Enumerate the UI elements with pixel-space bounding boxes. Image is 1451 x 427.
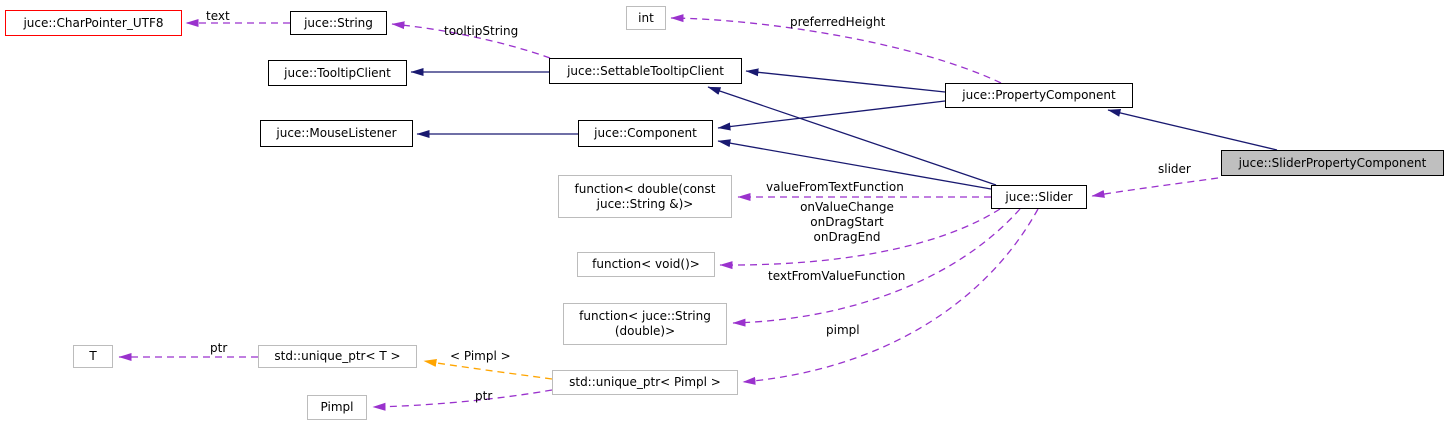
edge-label-valuefromtextfunction: valueFromTextFunction — [766, 180, 904, 194]
node-label: juce::Component — [594, 126, 697, 140]
edge-label-preferredheight: preferredHeight — [790, 15, 886, 29]
node-label: Pimpl — [320, 400, 354, 414]
node-label: juce::PropertyComponent — [962, 88, 1116, 102]
edge-slider-inherits-settabletooltipclient — [707, 86, 997, 186]
node-label: std::unique_ptr< T > — [274, 349, 401, 363]
edge-label-ptr-t: ptr — [210, 341, 228, 355]
node-function-void[interactable]: function< void()> — [577, 252, 715, 277]
node-juce-component[interactable]: juce::Component — [578, 120, 713, 147]
edge-label-textfromvaluefunction: textFromValueFunction — [768, 269, 906, 283]
node-label: std::unique_ptr< Pimpl > — [569, 375, 721, 389]
edge-label-tooltipstring: tooltipString — [444, 24, 519, 38]
edge-label-slider: slider — [1158, 162, 1191, 176]
node-juce-string[interactable]: juce::String — [290, 11, 387, 35]
node-juce-propertycomponent[interactable]: juce::PropertyComponent — [945, 83, 1133, 108]
edge-sliderpropertycomponent-uses-slider — [1091, 177, 1219, 198]
edge-label-onvaluechange-ondragstart-ondragend: onValueChange onDragStart onDragEnd — [800, 200, 894, 244]
node-label: T — [89, 349, 97, 363]
node-int[interactable]: int — [626, 6, 666, 30]
node-label-line2: juce::String &)> — [596, 196, 694, 211]
edge-slider-inherits-component — [717, 139, 992, 190]
node-label: juce::CharPointer_UTF8 — [23, 15, 164, 30]
node-label: juce::MouseListener — [276, 126, 397, 140]
node-function-double-const-string[interactable]: function< double(const juce::String &)> — [558, 175, 732, 218]
node-label-line1: function< double(const — [574, 181, 716, 196]
node-label: juce::String — [304, 15, 373, 30]
edge-settabletooltipclient-uses-string — [391, 21, 551, 59]
edge-unique-ptr-pimpl-uses-pimpl — [372, 389, 553, 411]
node-label: juce::Slider — [1005, 189, 1073, 204]
node-t[interactable]: T — [73, 345, 113, 368]
node-label-line1: function< juce::String — [579, 309, 711, 323]
node-function-string-double[interactable]: function< juce::String (double)> — [563, 303, 727, 345]
node-juce-sliderpropertycomponent: juce::SliderPropertyComponent — [1221, 150, 1444, 176]
edge-propertycomponent-inherits-component — [717, 100, 946, 131]
node-juce-settabletooltipclient[interactable]: juce::SettableTooltipClient — [549, 58, 742, 84]
node-juce-charpointer-utf8[interactable]: juce::CharPointer_UTF8 — [5, 10, 182, 36]
edge-slider-uses-func-string — [732, 208, 1021, 327]
edge-slider-uses-func-void — [719, 208, 1001, 270]
node-label: int — [638, 10, 654, 25]
node-label: juce::SliderPropertyComponent — [1238, 155, 1427, 170]
edge-sliderpropertycomponent-inherits-propertycomponent — [1107, 108, 1278, 151]
edge-propertycomponent-inherits-settabletooltipclient — [745, 68, 946, 93]
node-label: juce::SettableTooltipClient — [567, 63, 724, 78]
node-std-unique-ptr-t[interactable]: std::unique_ptr< T > — [258, 345, 417, 368]
node-label-line2: (double)> — [614, 324, 676, 338]
edge-slider-uses-unique-ptr-pimpl — [742, 208, 1039, 385]
node-label: juce::TooltipClient — [284, 65, 391, 80]
edge-unique-ptr-pimpl-instantiates-unique-ptr-t — [423, 358, 553, 380]
node-std-unique-ptr-pimpl[interactable]: std::unique_ptr< Pimpl > — [552, 370, 738, 395]
edge-propertycomponent-uses-int — [670, 14, 1002, 84]
node-juce-slider[interactable]: juce::Slider — [991, 185, 1087, 209]
node-label: function< void()> — [592, 257, 700, 271]
node-juce-tooltipclient[interactable]: juce::TooltipClient — [268, 60, 407, 86]
edge-label-template-pimpl: < Pimpl > — [450, 349, 511, 363]
node-pimpl[interactable]: Pimpl — [307, 395, 367, 420]
edge-label-ptr-pimpl: ptr — [475, 389, 493, 403]
node-juce-mouselistener[interactable]: juce::MouseListener — [260, 120, 413, 147]
edge-label-pimpl: pimpl — [826, 323, 860, 337]
edge-label-text: text — [206, 9, 230, 23]
